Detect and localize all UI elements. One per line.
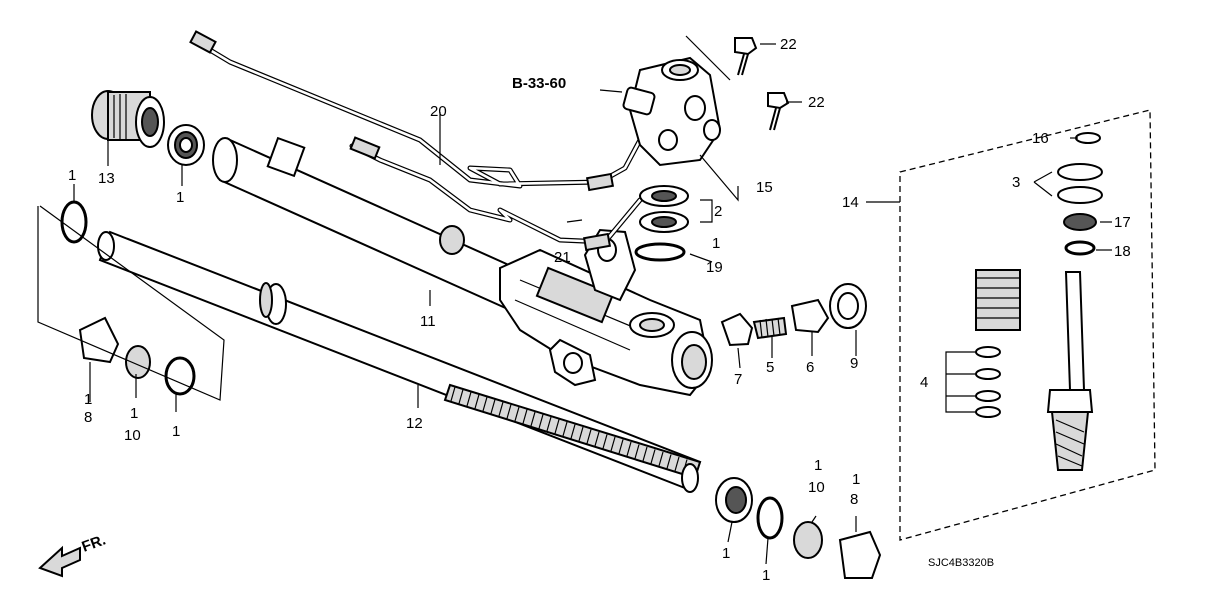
- label-8-right-qty: 1: [852, 471, 860, 488]
- label-13: 13: [98, 170, 115, 187]
- label-12: 12: [406, 415, 423, 432]
- label-22-top: 22: [780, 36, 797, 53]
- part-13-end-plug: [91, 90, 165, 148]
- part-20-21-pipes: [189, 30, 643, 252]
- left-clip-parts: [78, 316, 196, 396]
- part-2-seals: [639, 185, 689, 233]
- label-1-top-left: 1: [68, 167, 76, 184]
- part-11-housing: [212, 136, 713, 397]
- part-1-bearing-top: [167, 124, 205, 166]
- label-20: 20: [430, 103, 447, 120]
- parts-7-5-6-9: [720, 283, 867, 347]
- front-direction-arrow: [38, 545, 81, 578]
- label-10-right: 10: [808, 479, 825, 496]
- diagram-code: SJC4B3320B: [928, 557, 994, 569]
- label-10-left-qty: 1: [130, 405, 138, 422]
- label-14: 14: [842, 194, 859, 211]
- label-21: 21: [554, 249, 571, 266]
- label-8-right: 8: [850, 491, 858, 508]
- part-1-oring-left: [60, 200, 88, 244]
- bottom-parts: [715, 477, 882, 579]
- label-19: 19: [706, 259, 723, 276]
- label-3: 3: [1012, 174, 1020, 191]
- label-6: 6: [806, 359, 814, 376]
- label-15: 15: [756, 179, 773, 196]
- callout-labels: 1 13 1 20 21 11 12 1 8 1 10 1 B-33-60 22…: [68, 36, 1131, 584]
- label-4: 4: [920, 374, 928, 391]
- valve-body: [622, 56, 722, 167]
- label-1-left-ring: 1: [172, 423, 180, 440]
- label-5: 5: [766, 359, 774, 376]
- leader-lines: [37, 35, 1112, 565]
- direction-label-fr: FR.: [80, 532, 109, 556]
- label-9: 9: [850, 355, 858, 372]
- label-1-bottom-a: 1: [722, 545, 730, 562]
- label-11: 11: [420, 313, 436, 330]
- part-14-pinion-group: [899, 109, 1156, 541]
- label-18: 18: [1114, 243, 1131, 260]
- label-8-left: 8: [84, 409, 92, 426]
- part-19-oring: [634, 242, 686, 262]
- label-19-qty: 1: [712, 235, 720, 252]
- label-1-bottom-b: 1: [762, 567, 770, 584]
- label-16: 16: [1032, 130, 1049, 147]
- label-10-right-qty: 1: [814, 457, 822, 474]
- label-17: 17: [1114, 214, 1131, 231]
- label-10-left: 10: [124, 427, 141, 444]
- label-7: 7: [734, 371, 742, 388]
- label-1-bearing: 1: [176, 189, 184, 206]
- reference-b-33-60: B-33-60: [512, 75, 566, 92]
- label-8-left-qty: 1: [84, 391, 92, 408]
- part-22-bolts: [734, 37, 790, 131]
- label-2: 2: [714, 203, 722, 220]
- part-12-rack: [97, 230, 702, 493]
- label-22-mid: 22: [808, 94, 825, 111]
